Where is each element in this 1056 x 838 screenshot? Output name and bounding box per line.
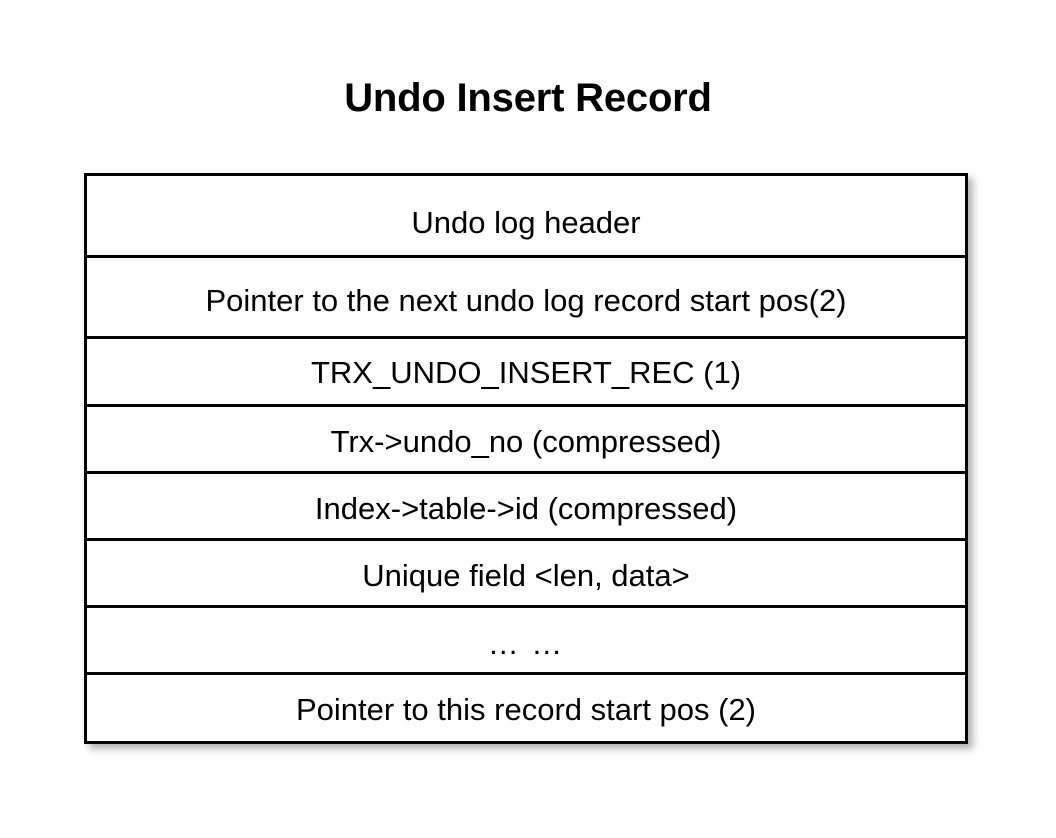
table-row: Undo log header [87,176,965,258]
table-row: Unique field <len, data> [87,541,965,608]
undo-insert-record-table: Undo log header Pointer to the next undo… [84,173,968,744]
row-label-undo-log-header: Undo log header [411,205,641,240]
row-label-trx-undo-no: Trx->undo_no (compressed) [330,424,722,459]
table-row: Pointer to the next undo log record star… [87,258,965,339]
table-row: Pointer to this record start pos (2) [87,675,965,741]
table-row: … … [87,608,965,675]
table-row: Trx->undo_no (compressed) [87,407,965,474]
table-row: Index->table->id (compressed) [87,474,965,541]
row-label-trx-undo-insert-rec: TRX_UNDO_INSERT_REC (1) [310,355,742,390]
row-label-index-table-id: Index->table->id (compressed) [314,491,738,526]
page-title: Undo Insert Record [344,76,712,120]
row-label-unique-field: Unique field <len, data> [362,558,690,593]
row-label-ellipsis: … … [487,626,565,661]
row-label-next-record-pointer: Pointer to the next undo log record star… [205,283,847,318]
table-row: TRX_UNDO_INSERT_REC (1) [87,339,965,407]
row-label-this-record-pointer: Pointer to this record start pos (2) [295,692,757,727]
